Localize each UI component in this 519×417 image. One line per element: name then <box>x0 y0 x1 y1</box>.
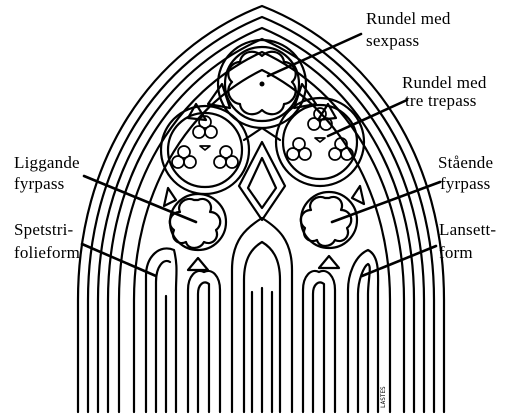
svg-text:form: form <box>439 243 473 262</box>
svg-text:folieform: folieform <box>14 243 80 262</box>
label-staende-fyrpass: Stående fyrpass <box>438 153 493 193</box>
svg-text:tre trepass: tre trepass <box>405 91 477 110</box>
label-spetstrifolieform: Spetstri- folieform <box>14 220 80 262</box>
svg-text:Rundel med: Rundel med <box>366 9 451 28</box>
quatrefoil-standing <box>301 192 357 248</box>
artist-stamp: LASTES <box>380 386 387 408</box>
leader-spetstrifolie <box>82 244 156 276</box>
svg-text:Rundel med: Rundel med <box>402 73 487 92</box>
central-lozenge <box>239 128 285 220</box>
label-liggande-fyrpass: Liggande fyrpass <box>14 153 80 193</box>
svg-text:fyrpass: fyrpass <box>14 174 65 193</box>
label-lansettform: Lansett- form <box>439 220 496 262</box>
quatrefoil-lying <box>170 194 226 250</box>
svg-text:fyrpass: fyrpass <box>440 174 491 193</box>
svg-text:sexpass: sexpass <box>366 31 419 50</box>
svg-text:Liggande: Liggande <box>14 153 80 172</box>
svg-text:Spetstri-: Spetstri- <box>14 220 74 239</box>
label-rundel-sexpass: Rundel med sexpass <box>366 9 451 50</box>
svg-text:Lansett-: Lansett- <box>439 220 496 239</box>
svg-text:Stående: Stående <box>438 153 493 172</box>
label-rundel-trepass: Rundel med tre trepass <box>402 73 487 110</box>
leader-lansett <box>362 246 436 276</box>
lower-spandrels <box>164 186 364 270</box>
